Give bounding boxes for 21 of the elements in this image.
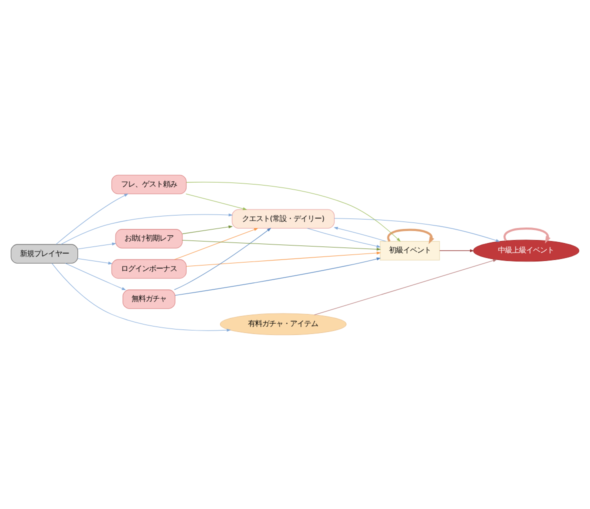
- arrow: [52, 262, 231, 332]
- arrow: [314, 258, 498, 315]
- arrow: [182, 239, 381, 250]
- arrow: [174, 227, 272, 290]
- arrow: [306, 228, 381, 248]
- arrow: [56, 193, 128, 244]
- arrow: [78, 242, 116, 249]
- arrow: [186, 193, 248, 210]
- arrow: [334, 226, 386, 242]
- arrow: [60, 212, 233, 244]
- arrow: [174, 257, 381, 296]
- arrow: [387, 228, 434, 244]
- arrow: [182, 224, 233, 234]
- arrow: [334, 218, 500, 242]
- arrow: [439, 248, 474, 252]
- arrow: [186, 181, 401, 242]
- arrow: [65, 262, 126, 290]
- arrow: [174, 228, 258, 260]
- arrow: [78, 258, 112, 264]
- arrow: [504, 227, 551, 243]
- arrow: [186, 251, 381, 266]
